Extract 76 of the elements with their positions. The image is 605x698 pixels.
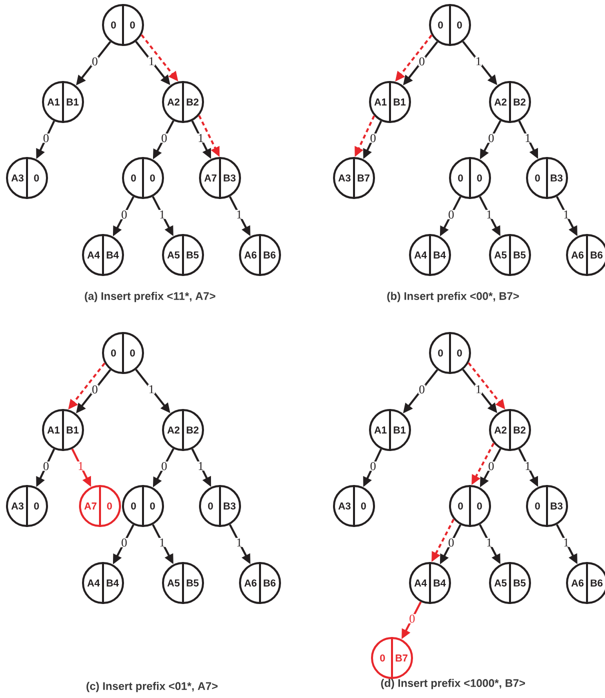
trie-node: 0 B3 bbox=[199, 485, 241, 527]
edge-label: 1 bbox=[236, 210, 243, 219]
trie-node: A7 0 bbox=[79, 485, 121, 527]
edge-label: 1 bbox=[562, 538, 570, 547]
edge-label: 0 bbox=[488, 462, 495, 471]
trie-node: A6 B6 bbox=[239, 234, 281, 276]
trie-node: 0 0 bbox=[122, 157, 164, 199]
trie-node: A7 B3 bbox=[199, 157, 241, 199]
trie-node: 0 0 bbox=[102, 332, 144, 374]
trie-node: 0 0 bbox=[449, 485, 491, 527]
edge-label: 1 bbox=[524, 133, 532, 143]
edge-label: 1 bbox=[486, 210, 493, 219]
caption: (c) Insert prefix <01*, A7> bbox=[86, 682, 218, 692]
trie-node: A4 B4 bbox=[82, 234, 124, 276]
edge-label: 1 bbox=[197, 461, 204, 471]
trie-node: A5 B5 bbox=[489, 562, 531, 604]
edge-label: 1 bbox=[562, 210, 570, 219]
trie-node: 0 B3 bbox=[526, 157, 568, 199]
trie-node: A2 B2 bbox=[489, 409, 531, 451]
trie-node: A4 B4 bbox=[82, 562, 124, 604]
trie-node: 0 0 bbox=[102, 4, 144, 46]
trie-node: A2 B2 bbox=[162, 81, 204, 123]
caption: (a) Insert prefix <11*, A7> bbox=[84, 292, 216, 302]
edge-label: 0 bbox=[160, 134, 168, 143]
edge-label: 0 bbox=[91, 384, 98, 394]
trie-node: A3 0 bbox=[333, 485, 375, 527]
edge-label: 1 bbox=[148, 384, 156, 394]
trie-node: A2 B2 bbox=[489, 81, 531, 123]
edge-label: 0 bbox=[488, 134, 495, 143]
edge-label: 0 bbox=[369, 134, 377, 143]
edge-label: 0 bbox=[120, 538, 128, 548]
trie-node: A4 B4 bbox=[409, 234, 451, 276]
edge-label: 1 bbox=[474, 384, 482, 394]
trie-node: A2 B2 bbox=[162, 409, 204, 451]
trie-node: A6 B6 bbox=[566, 234, 605, 276]
trie-node: 0 0 bbox=[449, 157, 491, 199]
edge-label: 1 bbox=[197, 133, 204, 143]
trie-node: A6 B6 bbox=[239, 562, 281, 604]
edge-label: 1 bbox=[158, 210, 166, 219]
trie-node: A4 B4 bbox=[409, 562, 451, 604]
trie-node: A6 B6 bbox=[566, 562, 605, 604]
edge-label: 1 bbox=[236, 538, 243, 547]
trie-node: A5 B5 bbox=[162, 562, 204, 604]
caption: (d) Insert prefix <1000*, B7> bbox=[381, 678, 525, 690]
edge-label: 0 bbox=[408, 614, 416, 624]
edge-label: 1 bbox=[77, 461, 84, 471]
edge-label: 1 bbox=[158, 538, 166, 547]
edge-label: 0 bbox=[160, 462, 168, 471]
trie-node: 0 0 bbox=[429, 4, 471, 46]
edge-label: 0 bbox=[42, 462, 50, 471]
edge-label: 1 bbox=[148, 56, 156, 66]
trie-node: A1 B1 bbox=[42, 81, 84, 123]
caption: (b) Insert prefix <00*, B7> bbox=[387, 292, 519, 302]
edge-label: 0 bbox=[418, 384, 426, 394]
trie-node: 0 B7 bbox=[371, 637, 413, 679]
trie-node: A3 0 bbox=[6, 157, 48, 199]
edge-label: 0 bbox=[448, 210, 455, 220]
edge-label: 0 bbox=[448, 538, 455, 548]
trie-node: A1 B1 bbox=[369, 81, 411, 123]
edge-label: 0 bbox=[120, 210, 128, 220]
edge-label: 0 bbox=[91, 56, 98, 66]
edge-label: 1 bbox=[524, 461, 532, 471]
trie-node: A1 B1 bbox=[369, 409, 411, 451]
trie-node: 0 0 bbox=[429, 332, 471, 374]
trie-node: A5 B5 bbox=[489, 234, 531, 276]
edge-label: 0 bbox=[42, 134, 50, 143]
trie-node: 0 B3 bbox=[526, 485, 568, 527]
edge-label: 0 bbox=[369, 462, 377, 471]
trie-node: A3 B7 bbox=[333, 157, 375, 199]
trie-node: A3 0 bbox=[6, 485, 48, 527]
trie-node: 0 0 bbox=[122, 485, 164, 527]
edge-label: 1 bbox=[474, 56, 482, 66]
edge-label: 0 bbox=[418, 56, 426, 66]
edge-label: 1 bbox=[486, 538, 493, 547]
trie-node: A1 B1 bbox=[42, 409, 84, 451]
trie-node: A5 B5 bbox=[162, 234, 204, 276]
